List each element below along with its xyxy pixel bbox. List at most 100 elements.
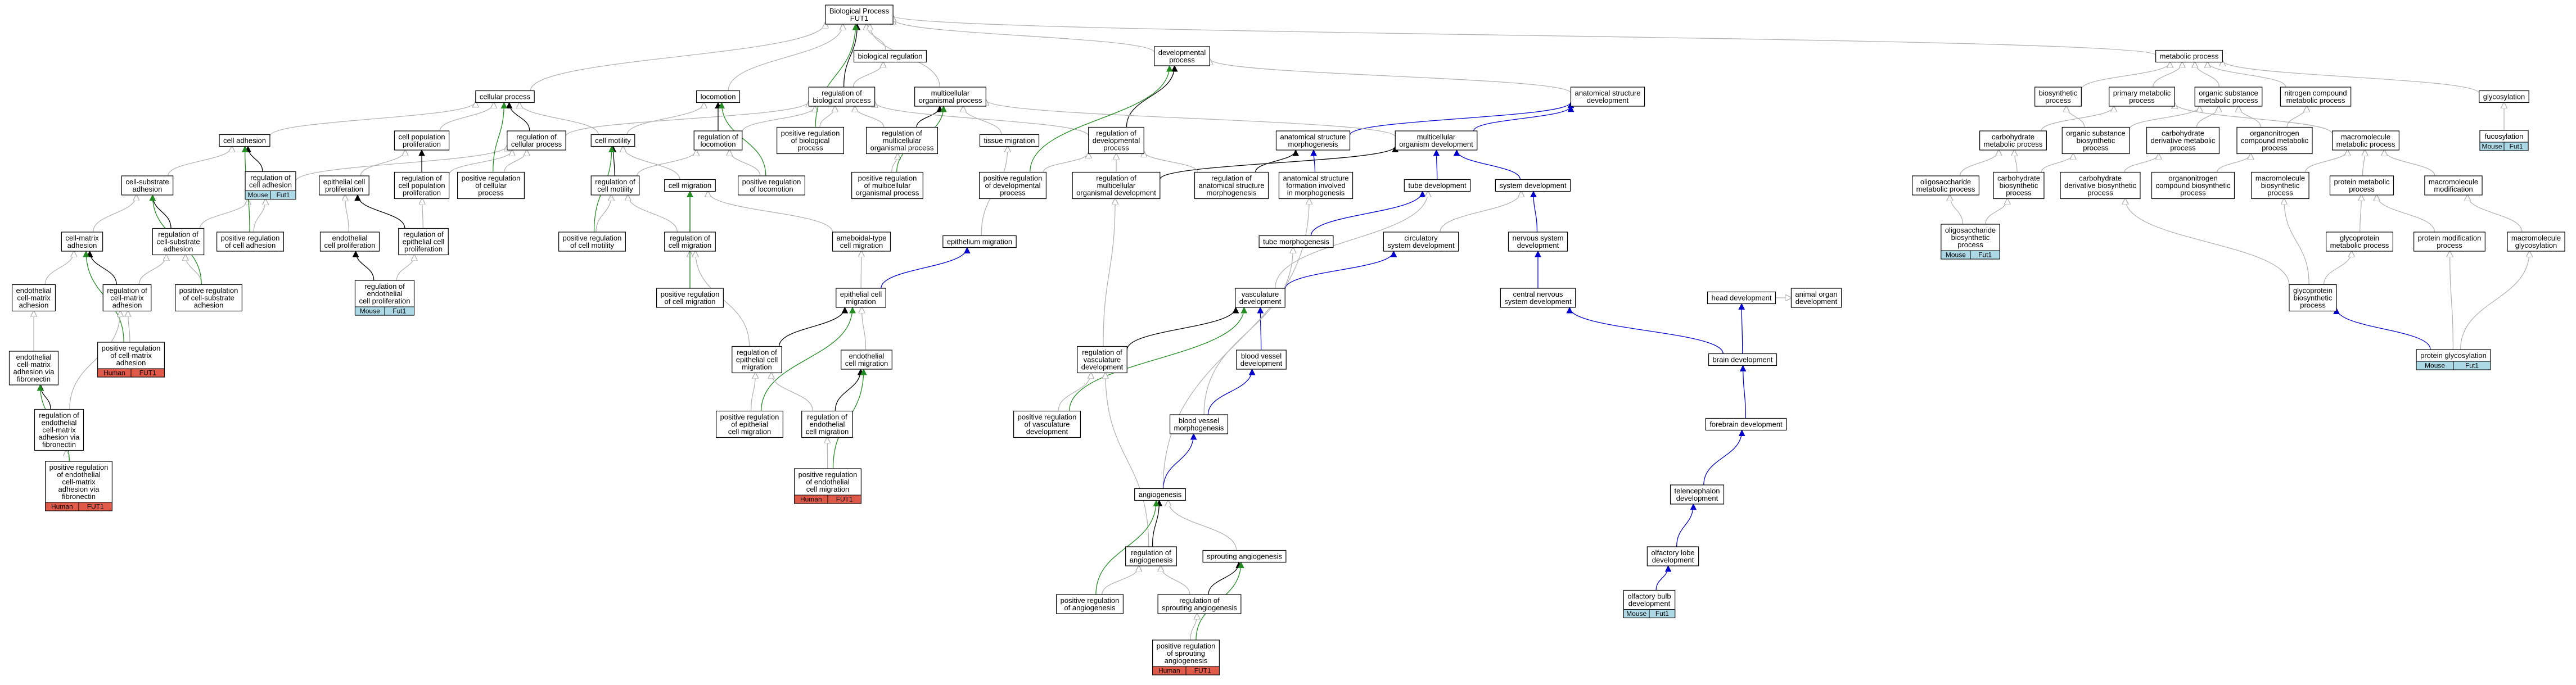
go-term-label-line: process — [2129, 96, 2155, 105]
go-term-box — [841, 350, 892, 370]
go-term-box — [1278, 171, 1354, 199]
go-term-label-line: cell-matrix — [110, 294, 144, 302]
edge-is-a — [253, 199, 265, 233]
go-term-node-locom: locomotion — [696, 90, 741, 103]
gene-tag-label: Fut1 — [393, 307, 406, 315]
go-term-box — [1707, 291, 1776, 305]
edge-development-path — [2333, 307, 2431, 350]
go-term-label-line: development — [1240, 359, 1283, 368]
gene-tag — [384, 306, 415, 316]
go-term-box — [853, 49, 927, 63]
go-term-label-line: protein metabolic — [2334, 178, 2390, 186]
go-term-label-line: positive regulation — [858, 174, 917, 183]
go-term-label-line: endothelial — [367, 289, 403, 298]
edge-is-a — [728, 24, 843, 91]
go-term-label-line: positive regulation — [720, 413, 779, 421]
go-term-label-line: biosynthetic — [2077, 137, 2115, 145]
go-term-label-line: of locomotion — [750, 185, 793, 193]
go-term-label-line: of developmental — [985, 182, 1040, 190]
go-term-box — [825, 4, 894, 25]
go-term-label-line: system development — [1504, 297, 1572, 306]
organism-tag-label: Mouse — [248, 191, 268, 199]
go-term-label-line: process — [2349, 185, 2375, 193]
go-term-label-line: angiogenesis — [1139, 491, 1182, 499]
edge-is-a — [2014, 150, 2017, 173]
go-term-label-line: morphogenesis — [1288, 140, 1338, 148]
gene-tag — [1649, 609, 1676, 618]
go-term-label-line: sprouting angiogenesis — [1207, 552, 1282, 561]
go-term-box — [1670, 484, 1725, 505]
go-term-label-line: development — [1026, 428, 1068, 436]
go-term-label-line: positive regulation — [742, 178, 801, 186]
go-term-label-line: cell migration — [840, 241, 883, 249]
go-term-box — [1056, 594, 1124, 614]
go-term-box — [216, 232, 284, 252]
edge-regulates — [843, 23, 861, 88]
go-term-node-headdev: head development — [1707, 291, 1776, 305]
go-term-label-line: positive regulation — [563, 234, 622, 242]
go-term-box — [319, 175, 369, 196]
go-term-label-line: regulation of — [39, 411, 79, 420]
organism-tag-label: Human — [51, 503, 73, 511]
go-term-label-line: metabolic process — [1984, 140, 2043, 148]
go-term-label-line: process — [2083, 144, 2109, 152]
edge-regulates — [834, 368, 864, 411]
go-term-label-line: proliferation — [403, 189, 441, 197]
edge-positively-regulates — [815, 23, 859, 128]
edge-is-a — [2377, 195, 2435, 233]
go-term-node-tubemorph: tube morphogenesis — [1258, 235, 1334, 248]
go-term-box — [11, 284, 56, 312]
go-term-label-line: regulation of — [737, 348, 777, 357]
edge-development-path — [1163, 433, 1197, 489]
go-term-label-line: ameboidal-type — [837, 234, 887, 242]
go-term-label-line: process — [2262, 144, 2288, 152]
edge-is-a — [1950, 195, 1964, 225]
go-term-label-line: of vasculature — [1025, 420, 1070, 429]
go-term-box — [590, 175, 640, 196]
edge-is-a — [2153, 62, 2182, 88]
go-term-label-line: epithelium migration — [947, 238, 1012, 246]
edge-regulates — [354, 194, 405, 229]
go-term-label-line: of endothelial — [57, 470, 100, 479]
go-term-box — [979, 171, 1046, 199]
go-term-label-line: sprouting angiogenesis — [1162, 604, 1237, 612]
go-term-box — [1235, 288, 1285, 308]
edge-positively-regulates — [1030, 65, 1173, 173]
go-term-box — [121, 175, 174, 196]
go-term-box — [2151, 171, 2235, 199]
go-term-label-line: anatomical structure — [1280, 133, 1346, 141]
go-term-label-line: tissue migration — [984, 137, 1035, 145]
go-term-label-line: multicellular — [931, 89, 970, 97]
go-term-label-line: glycoprotein — [2293, 287, 2333, 295]
go-term-box — [2329, 175, 2394, 196]
go-term-label-line: regulation of — [1082, 348, 1122, 357]
edge-development-path — [1207, 368, 1256, 415]
go-term-label-line: Biological Process — [829, 7, 890, 15]
go-term-node-tissmig: tissue migration — [979, 134, 1040, 147]
go-term-label-line: cell-matrix — [62, 478, 96, 486]
go-term-box — [777, 126, 844, 155]
edge-development-path — [881, 247, 971, 289]
go-term-label-line: anatomical structure — [1283, 174, 1348, 183]
edge-is-a — [2081, 62, 2170, 90]
go-term-box — [1134, 488, 1186, 501]
go-term-label-line: cell adhesion — [249, 181, 292, 189]
gene-tag-label: Fut1 — [1978, 251, 1992, 259]
edge-is-a — [891, 154, 898, 173]
go-term-label-line: development — [1628, 600, 1671, 608]
